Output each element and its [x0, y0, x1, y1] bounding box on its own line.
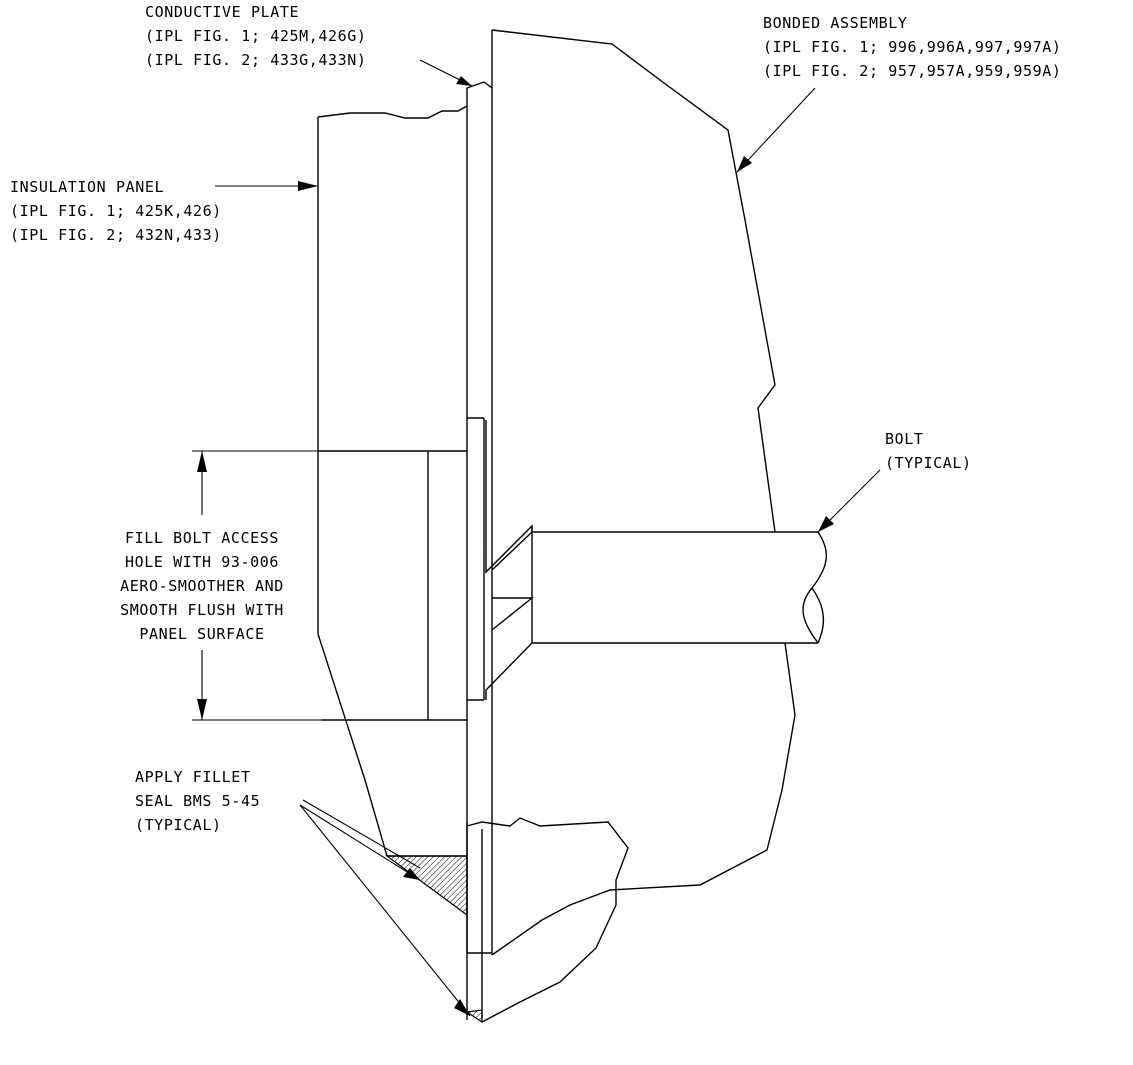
- leader-bonded-assembly: [736, 87, 816, 173]
- svg-text:(IPL FIG. 2; 433G,433N): (IPL FIG. 2; 433G,433N): [145, 51, 367, 69]
- svg-text:HOLE WITH 93-006: HOLE WITH 93-006: [125, 553, 279, 571]
- bonded-assembly: [491, 29, 796, 956]
- label-bonded-assembly: BONDED ASSEMBLY (IPL FIG. 1; 996,996A,99…: [763, 14, 1062, 80]
- svg-text:(TYPICAL): (TYPICAL): [135, 816, 222, 834]
- svg-text:(IPL FIG. 2; 432N,433): (IPL FIG. 2; 432N,433): [10, 226, 222, 244]
- svg-text:SMOOTH FLUSH WITH: SMOOTH FLUSH WITH: [120, 601, 284, 619]
- svg-text:(TYPICAL): (TYPICAL): [885, 454, 972, 472]
- svg-text:APPLY FILLET: APPLY FILLET: [135, 768, 251, 786]
- svg-text:AERO-SMOOTHER AND: AERO-SMOOTHER AND: [120, 577, 284, 595]
- label-bolt: BOLT (TYPICAL): [885, 430, 972, 472]
- leader-conductive-plate: [419, 59, 473, 87]
- svg-text:(IPL FIG. 1; 425M,426G): (IPL FIG. 1; 425M,426G): [145, 27, 367, 45]
- svg-text:FILL BOLT ACCESS: FILL BOLT ACCESS: [125, 529, 279, 547]
- svg-text:(IPL FIG. 2; 957,957A,959,959A: (IPL FIG. 2; 957,957A,959,959A): [763, 62, 1062, 80]
- svg-text:PANEL SURFACE: PANEL SURFACE: [139, 625, 264, 643]
- svg-text:SEAL BMS 5-45: SEAL BMS 5-45: [135, 792, 260, 810]
- fillet-seal-upper: [385, 855, 468, 917]
- svg-text:BOLT: BOLT: [885, 430, 924, 448]
- insulation-panel: [317, 105, 468, 857]
- svg-text:INSULATION PANEL: INSULATION PANEL: [10, 178, 164, 196]
- label-fill-note: FILL BOLT ACCESS HOLE WITH 93-006 AERO-S…: [120, 529, 284, 643]
- leader-insulation-panel: [215, 181, 318, 191]
- dimension-bolt-access: [192, 450, 322, 721]
- bolt: [485, 420, 828, 700]
- label-conductive-plate: CONDUCTIVE PLATE (IPL FIG. 1; 425M,426G)…: [145, 3, 367, 69]
- svg-text:BONDED ASSEMBLY: BONDED ASSEMBLY: [763, 14, 907, 32]
- label-insulation-panel: INSULATION PANEL (IPL FIG. 1; 425K,426) …: [10, 178, 222, 244]
- svg-text:(IPL FIG. 1; 425K,426): (IPL FIG. 1; 425K,426): [10, 202, 222, 220]
- leader-fillet-seal: [299, 799, 471, 1017]
- label-fillet-seal: APPLY FILLET SEAL BMS 5-45 (TYPICAL): [135, 768, 260, 834]
- svg-text:(IPL FIG. 1; 996,996A,997,997A: (IPL FIG. 1; 996,996A,997,997A): [763, 38, 1062, 56]
- leader-bolt: [817, 469, 881, 533]
- lower-detail: [465, 817, 629, 1024]
- svg-text:CONDUCTIVE PLATE: CONDUCTIVE PLATE: [145, 3, 299, 21]
- conductive-plate: [466, 81, 493, 954]
